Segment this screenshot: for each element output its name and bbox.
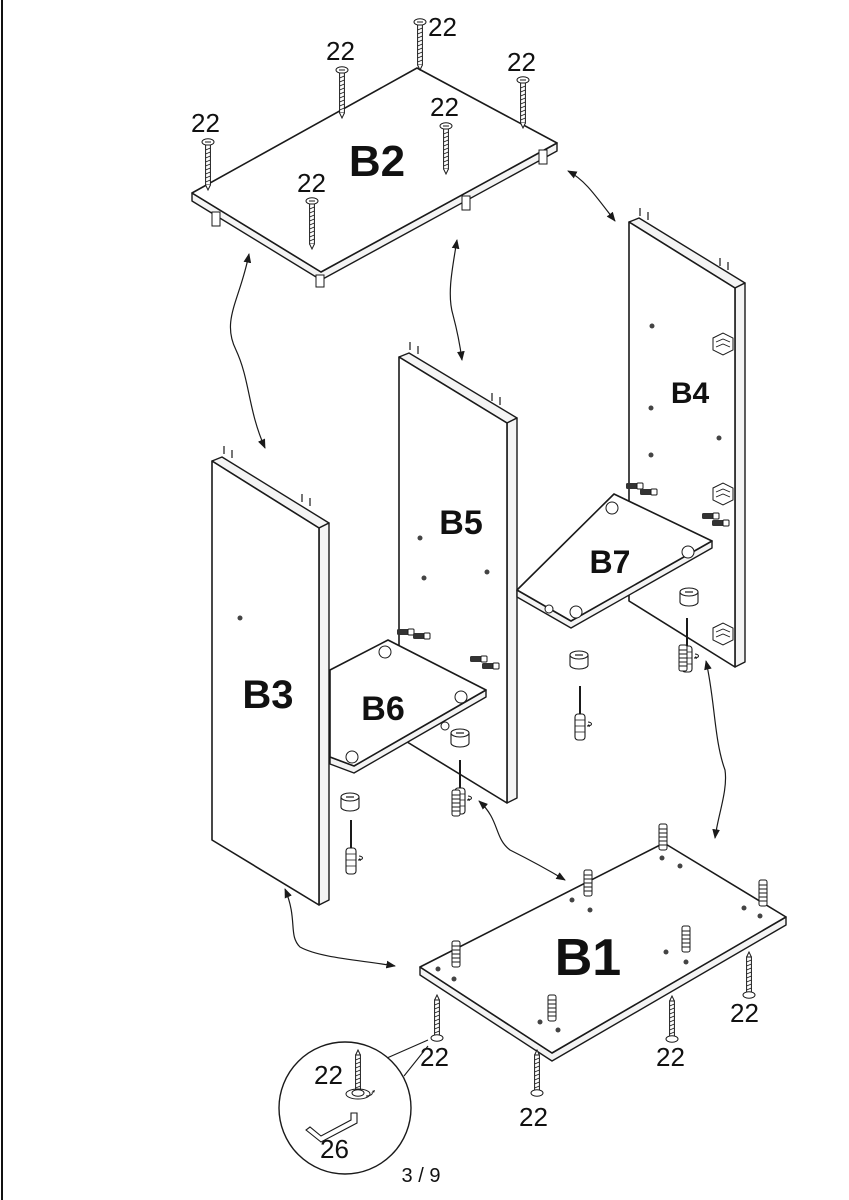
assembly-arrows — [229, 170, 727, 969]
panel-b6: B6 — [329, 628, 500, 774]
panel-b3-label: B3 — [242, 673, 293, 717]
panel-b2-label: B2 — [349, 137, 405, 186]
panel-b1: B1 — [419, 842, 787, 1062]
page-number: 3 / 9 — [402, 1165, 441, 1187]
detail-callout: 22 26 — [278, 1039, 429, 1175]
part-number-label: 22 — [428, 12, 457, 42]
panel-b1-label: B1 — [555, 929, 621, 987]
part-number-label: 22 — [507, 47, 536, 77]
panel-b2: B2 — [191, 67, 558, 288]
part-number-label: 22 — [430, 92, 459, 122]
part-number-label: 22 — [656, 1042, 685, 1072]
panel-b3: B3 — [211, 446, 330, 906]
part-number-label: 22 — [314, 1060, 343, 1090]
part-number-label: 22 — [730, 998, 759, 1028]
part-number-label: 22 — [297, 168, 326, 198]
part-number-label: 22 — [519, 1102, 548, 1132]
panel-b4-label: B4 — [671, 377, 710, 410]
part-number-label: 22 — [191, 108, 220, 138]
hex-key-number: 26 — [320, 1134, 349, 1164]
panel-b7-label: B7 — [590, 544, 631, 580]
panel-b7: B7 — [516, 482, 730, 629]
page-border — [1, 0, 3, 1200]
part-number-label: 22 — [420, 1042, 449, 1072]
panel-b6-label: B6 — [361, 690, 404, 728]
panel-b5-label: B5 — [439, 504, 482, 542]
part-number-label: 22 — [326, 36, 355, 66]
